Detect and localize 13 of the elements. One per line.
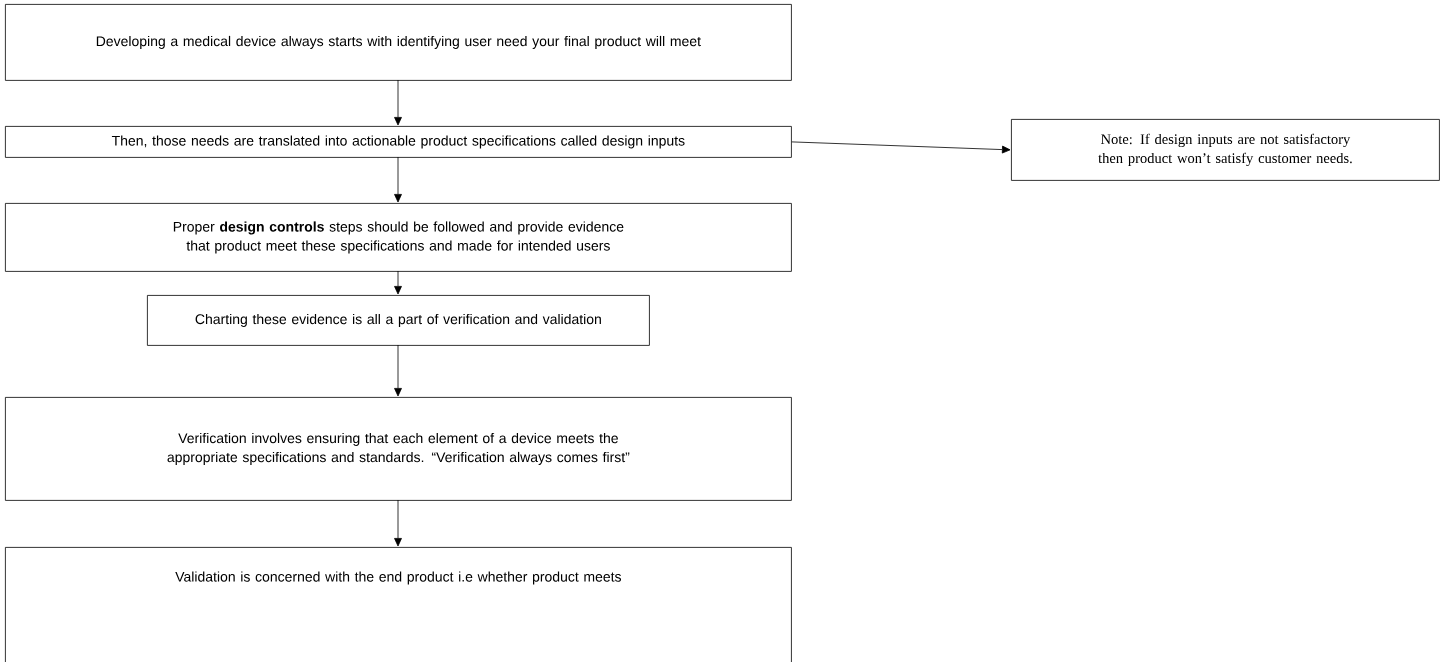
arrow — [394, 156, 402, 203]
arrow — [394, 344, 402, 397]
note-box: Note: If design inputs are not satisfactory then product won’t satisfy customer needs. — [1011, 119, 1440, 181]
process-box: Charting these evidence is all a part of verification and validation — [147, 295, 650, 346]
arrow — [394, 270, 402, 295]
process-box: Developing a medical device always starts with identifying user need your final product will meet — [5, 4, 792, 81]
arrow — [394, 499, 402, 547]
process-box: Validation is concerned with the end product i.e whether product meets — [5, 547, 792, 662]
arrow — [791, 141, 1011, 154]
arrow — [394, 79, 402, 126]
process-box: Verification involves ensuring that each element of a device meets the appropriate specifications and standards. “Verification always comes first” — [5, 397, 792, 501]
process-box: Proper design controls steps should be followed and provide evidence that product meet these specifications and made for intended users — [5, 203, 792, 272]
process-box: Then, those needs are translated into actionable product specifications called design inputs — [5, 126, 792, 158]
